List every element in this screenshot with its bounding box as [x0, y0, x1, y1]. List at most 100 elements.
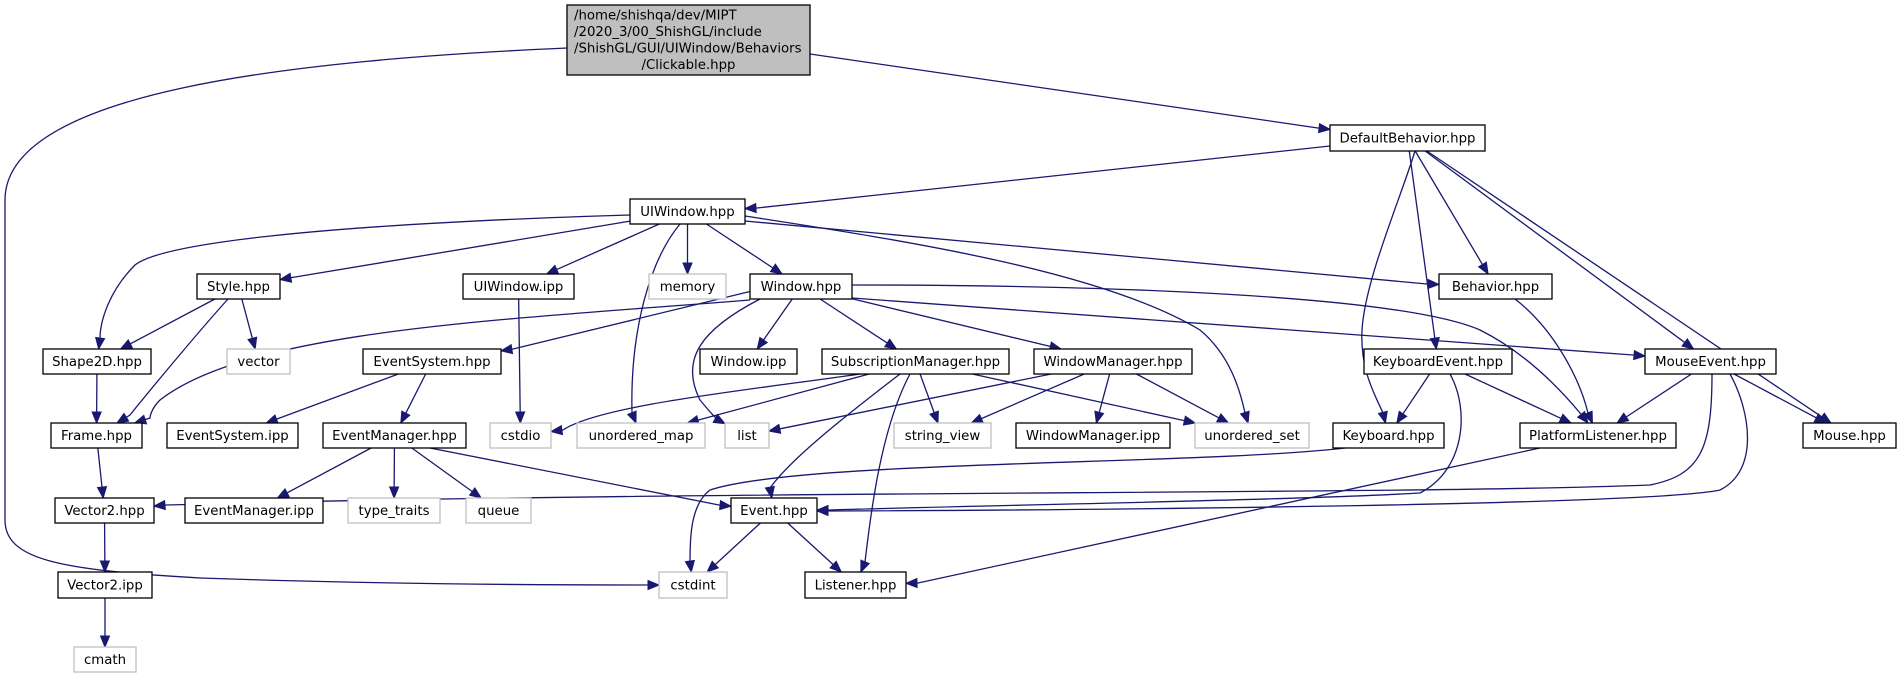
- node-label: MouseEvent.hpp: [1655, 355, 1766, 370]
- node-cstdint: cstdint: [658, 571, 728, 599]
- node-label: Behavior.hpp: [1452, 280, 1539, 295]
- node-queue: queue: [465, 497, 532, 524]
- node-shape2d[interactable]: Shape2D.hpp: [42, 348, 152, 375]
- edge-line: [1625, 373, 1692, 419]
- edge-line: [864, 373, 911, 564]
- edge-style-to-shape2d: [119, 298, 216, 350]
- node-label: /Clickable.hpp: [642, 58, 736, 73]
- node-box: [699, 348, 798, 375]
- node-subscriptionmanager[interactable]: SubscriptionManager.hpp: [821, 348, 1010, 375]
- node-box: [42, 348, 152, 375]
- arrowhead-icon: [860, 559, 871, 574]
- arrowhead-icon: [719, 499, 733, 511]
- arrowhead-icon: [96, 486, 108, 500]
- arrowhead-icon: [929, 410, 939, 425]
- node-label: EventSystem.hpp: [373, 355, 490, 370]
- arrowhead-icon: [626, 410, 637, 425]
- node-keyboard[interactable]: Keyboard.hpp: [1332, 422, 1445, 449]
- node-label: Frame.hpp: [61, 429, 132, 444]
- edge-line: [1464, 373, 1563, 420]
- node-vector2-ipp[interactable]: Vector2.ipp: [57, 571, 153, 599]
- edge-mouseevent-to-event: [815, 373, 1749, 517]
- node-box: [57, 571, 153, 599]
- node-windowmanager-hpp[interactable]: WindowManager.hpp: [1033, 348, 1193, 375]
- node-frame[interactable]: Frame.hpp: [50, 422, 143, 449]
- node-label: Window.hpp: [761, 280, 842, 295]
- edge-line: [1361, 150, 1416, 414]
- arrowhead-icon: [115, 412, 130, 424]
- node-label: Window.ipp: [710, 355, 786, 370]
- arrowhead-icon: [1094, 410, 1105, 425]
- arrowhead-icon: [119, 338, 134, 350]
- node-box: [1438, 273, 1553, 300]
- node-platformlistener[interactable]: PlatformListener.hpp: [1519, 422, 1677, 449]
- arrowhead-icon: [756, 336, 769, 351]
- node-behavior[interactable]: Behavior.hpp: [1438, 273, 1553, 300]
- arrowhead-icon: [743, 202, 757, 214]
- node-uiwindow-hpp[interactable]: UIWindow.hpp: [629, 198, 746, 225]
- edge-eventsystem_hpp-to-eventsystem_ipp: [264, 373, 399, 424]
- arrowhead-icon: [1396, 410, 1408, 425]
- edge-line: [97, 447, 103, 489]
- edge-uiwindow_hpp-to-memory: [682, 224, 693, 276]
- edge-line: [241, 298, 254, 340]
- edge-line: [1414, 150, 1484, 266]
- node-label: string_view: [905, 429, 981, 444]
- edge-defaultbehavior-to-behavior: [1414, 150, 1489, 276]
- nodes-layer: /home/shishqa/dev/MIPT/2020_3/00_ShishGL…: [42, 4, 1897, 673]
- edge-window_hpp-to-list: [691, 298, 761, 425]
- node-box: [1802, 422, 1897, 449]
- node-label: Vector2.hpp: [64, 504, 144, 519]
- node-window-ipp[interactable]: Window.ipp: [699, 348, 798, 375]
- node-defaultbehavior[interactable]: DefaultBehavior.hpp: [1329, 124, 1486, 152]
- node-eventmanager-hpp[interactable]: EventManager.hpp: [322, 422, 467, 449]
- edge-eventmanager_hpp-to-eventmanager_ipp: [276, 447, 372, 499]
- edge-subscriptionmanager-to-cstdio: [549, 373, 861, 436]
- node-label: Listener.hpp: [815, 578, 897, 593]
- edge-windowmanager_hpp-to-unordered_set: [1136, 373, 1230, 424]
- edge-line: [1514, 298, 1589, 415]
- node-box: [226, 348, 291, 375]
- edge-window_hpp-to-window_ipp: [756, 298, 793, 351]
- node-eventmanager-ipp[interactable]: EventManager.ipp: [184, 497, 324, 524]
- arrowhead-icon: [99, 560, 111, 574]
- node-box: [1363, 348, 1513, 375]
- node-event[interactable]: Event.hpp: [730, 497, 818, 524]
- arrowhead-icon: [1477, 261, 1489, 276]
- edge-uiwindow_hpp-to-uiwindow_ipp: [545, 223, 660, 275]
- edge-line: [555, 223, 660, 271]
- arrowhead-icon: [764, 485, 775, 500]
- node-box: [1329, 124, 1486, 152]
- node-listener[interactable]: Listener.hpp: [804, 571, 907, 599]
- node-box: [658, 571, 728, 599]
- node-uiwindow-ipp[interactable]: UIWindow.ipp: [462, 273, 575, 300]
- edge-subscriptionmanager-to-listener: [860, 373, 911, 574]
- edge-line: [714, 522, 761, 566]
- node-mouseevent[interactable]: MouseEvent.hpp: [1644, 348, 1777, 375]
- node-eventsystem-hpp[interactable]: EventSystem.hpp: [362, 348, 502, 375]
- node-style[interactable]: Style.hpp: [196, 273, 281, 300]
- edges-layer: [4, 47, 1833, 649]
- node-label: WindowManager.hpp: [1043, 355, 1182, 370]
- edge-line: [754, 145, 1331, 209]
- node-eventsystem-ipp[interactable]: EventSystem.ipp: [166, 422, 299, 449]
- edge-line: [769, 373, 901, 489]
- edge-line: [1424, 150, 1686, 344]
- node-box: [462, 273, 575, 300]
- node-box: [730, 497, 818, 524]
- node-keyboardevent[interactable]: KeyboardEvent.hpp: [1363, 348, 1513, 375]
- edge-line: [1733, 373, 1818, 419]
- node-clickable[interactable]: /home/shishqa/dev/MIPT/2020_3/00_ShishGL…: [566, 4, 811, 76]
- node-windowmanager-ipp[interactable]: WindowManager.ipp: [1015, 422, 1171, 449]
- node-label: Shape2D.hpp: [52, 355, 142, 370]
- arrowhead-icon: [1427, 278, 1441, 290]
- node-vector2-hpp[interactable]: Vector2.hpp: [54, 497, 155, 524]
- node-mouse[interactable]: Mouse.hpp: [1802, 422, 1897, 449]
- node-box: [724, 422, 770, 449]
- edge-window_hpp-to-subscriptionmanager: [819, 298, 898, 350]
- arrowhead-icon: [388, 486, 400, 500]
- node-window-hpp[interactable]: Window.hpp: [749, 273, 853, 300]
- node-label: cmath: [84, 653, 126, 668]
- arrowhead-icon: [769, 263, 784, 275]
- edge-windowmanager_hpp-to-list: [767, 373, 1052, 434]
